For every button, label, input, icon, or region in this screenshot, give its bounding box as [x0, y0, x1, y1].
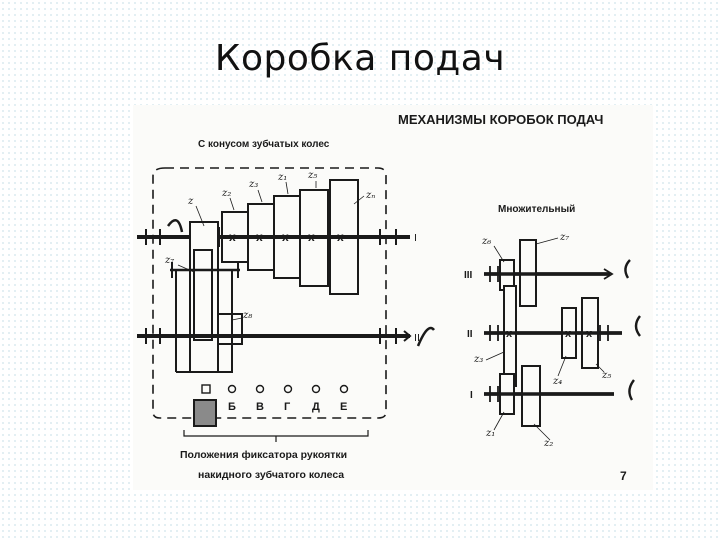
housing-outline: [152, 167, 387, 419]
position-markers: [201, 384, 349, 394]
output-arrow: [396, 330, 412, 342]
cone-gearbox: С конусом зубчатых колес I xxx xxx: [137, 138, 435, 481]
label-leaders: [485, 237, 605, 441]
rotation-arrow-III: [624, 259, 631, 279]
position-marker: [255, 384, 265, 394]
position-label: Д: [312, 401, 320, 413]
multiplier-gearbox: Множительный x x x III II I: [464, 204, 641, 449]
input-rotation-arrow: [166, 219, 184, 233]
output-rotation-arrow: [416, 326, 435, 347]
selector-rod: [176, 350, 233, 373]
rotation-arrow-I: [628, 379, 635, 401]
position-label: Г: [284, 401, 291, 413]
mult-gear-label: z₂: [543, 438, 553, 449]
position-marker: [339, 384, 349, 394]
caption-bracket: [183, 430, 369, 442]
svg-text:x: x: [256, 230, 263, 244]
position-label: Е: [340, 401, 347, 413]
cone-gear-label: z₇: [164, 255, 174, 266]
shaft-label-I: I: [414, 233, 417, 244]
svg-text:x: x: [229, 230, 236, 244]
cone-gear-label: z₂: [221, 188, 231, 199]
multiplier-title: Множительный: [498, 204, 575, 215]
position-marker: [311, 384, 321, 394]
svg-text:x: x: [282, 230, 289, 244]
position-marker: [283, 384, 293, 394]
svg-text:x: x: [337, 230, 344, 244]
svg-text:x: x: [586, 328, 593, 340]
page-number: 7: [620, 469, 627, 483]
mult-gear-label: z₇: [559, 232, 569, 243]
mult-gear-label: z₆: [481, 236, 491, 247]
shaft-label-III: III: [464, 270, 473, 281]
selector-knob: [193, 399, 217, 427]
mult-gear-label: z₁: [485, 428, 495, 439]
svg-text:x: x: [565, 328, 572, 340]
mult-gear-label: z₅: [601, 370, 611, 381]
shaft-label-I-right: I: [470, 390, 473, 401]
diagram-heading: МЕХАНИЗМЫ КОРОБОК ПОДАЧ: [398, 112, 603, 127]
svg-text:x: x: [308, 230, 315, 244]
cone-caption-line1: Положения фиксатора рукоятки: [180, 449, 347, 461]
cone-gear-label: zₙ: [365, 190, 375, 201]
position-label: Б: [228, 401, 236, 413]
diagram-paper: [133, 105, 653, 490]
cone-gear-label: z₃: [248, 179, 258, 190]
output-arrow-III: [603, 268, 614, 280]
position-marker: [227, 384, 237, 394]
svg-text:x: x: [506, 328, 513, 340]
shaft-label-II-right: II: [467, 329, 473, 340]
position-label: В: [256, 401, 264, 413]
cone-gear-label: z₅: [307, 170, 317, 181]
tumbler-gear: [193, 249, 213, 341]
gear-z2: [521, 365, 541, 427]
shaft-label-II: II: [414, 333, 420, 344]
mult-gear-label: z₃: [473, 354, 483, 365]
mult-gear-label: z₄: [552, 376, 562, 387]
label-leaders: [177, 181, 365, 321]
cone-title: С конусом зубчатых колес: [198, 138, 330, 150]
cone-gear-label: z₁: [277, 172, 287, 183]
cone-caption-line2: накидного зубчатого колеса: [198, 469, 344, 481]
slide-title: Коробка подач: [214, 38, 506, 79]
cone-gear-label: z: [187, 196, 194, 207]
cone-gear-label: z₈: [242, 310, 252, 321]
rotation-arrow-II: [634, 315, 641, 337]
position-marker: [201, 384, 211, 394]
